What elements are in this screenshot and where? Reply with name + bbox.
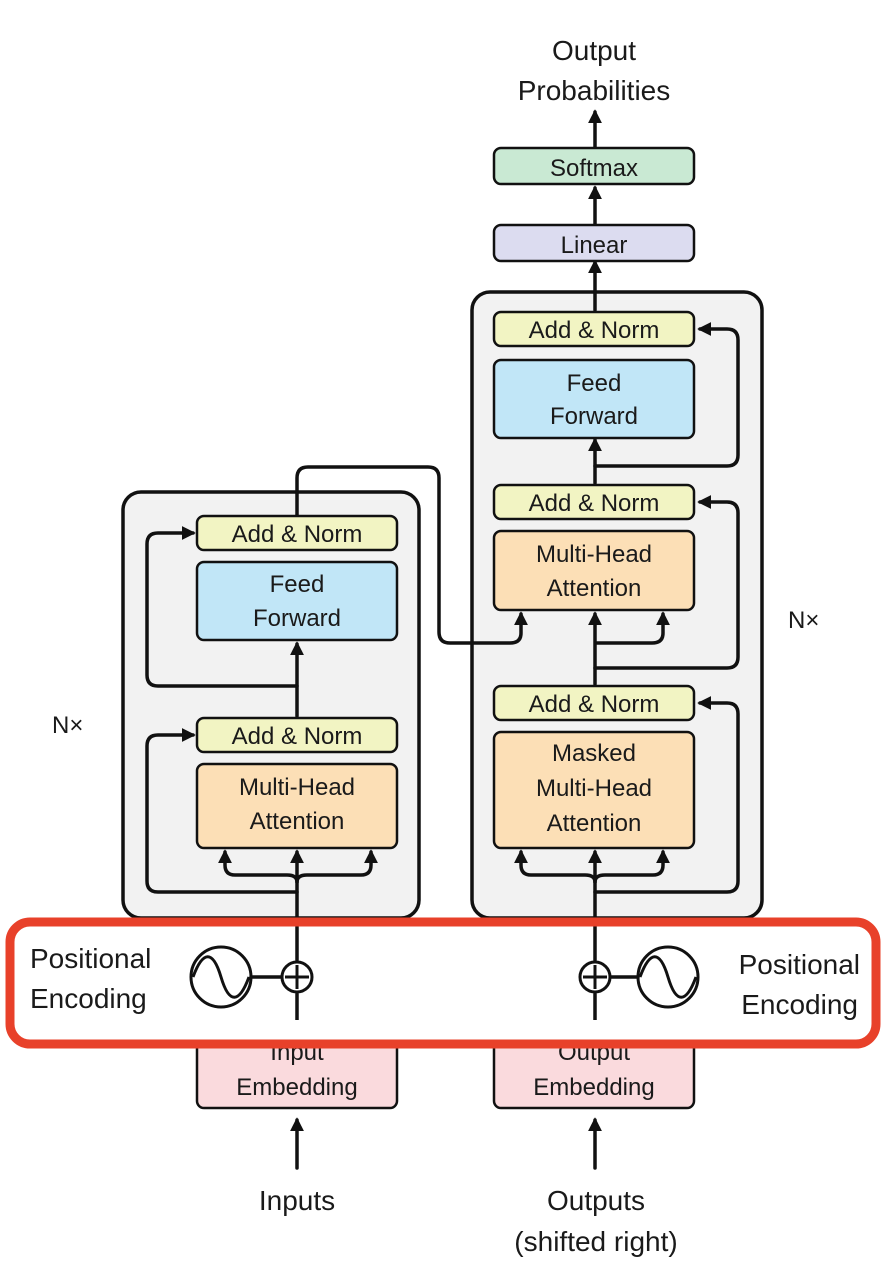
decoder-mha-line2: Attention bbox=[547, 575, 642, 602]
encoder-add-norm-bottom-label: Add & Norm bbox=[232, 723, 363, 750]
decoder-add-norm-top-label: Add & Norm bbox=[529, 317, 660, 344]
decoder-masked-line3: Attention bbox=[547, 810, 642, 837]
decoder-wires bbox=[514, 109, 740, 1170]
positional-encoding-right bbox=[578, 945, 700, 1009]
decoder-add-norm-top bbox=[492, 310, 696, 348]
softmax-box bbox=[492, 146, 696, 186]
softmax-label: Softmax bbox=[550, 155, 638, 182]
positional-right-line1: Positional bbox=[739, 949, 860, 980]
outputs-label-line2: (shifted right) bbox=[514, 1226, 677, 1257]
encoder-add-norm-top bbox=[195, 514, 399, 552]
decoder-mha-line1: Multi-Head bbox=[536, 541, 652, 568]
positional-encoding-highlight bbox=[5, 917, 881, 1049]
output-embedding-line2: Embedding bbox=[533, 1074, 654, 1101]
encoder-mha-line2: Attention bbox=[250, 808, 345, 835]
positional-left-line1: Positional bbox=[30, 943, 151, 974]
decoder-ff-line1: Feed bbox=[567, 370, 622, 397]
decoder-masked-line1: Masked bbox=[552, 740, 636, 767]
encoder-feed-forward bbox=[195, 560, 399, 642]
linear-label: Linear bbox=[561, 232, 628, 259]
positional-encoding-left bbox=[189, 945, 314, 1009]
encoder-mha-line1: Multi-Head bbox=[239, 774, 355, 801]
output-probabilities-line1: Output bbox=[552, 35, 636, 66]
encoder-panel bbox=[121, 490, 421, 920]
input-embedding-line2: Embedding bbox=[236, 1074, 357, 1101]
outputs-label-line1: Outputs bbox=[547, 1185, 645, 1216]
encoder-nx-label: N× bbox=[52, 712, 83, 739]
decoder-nx-label: N× bbox=[788, 607, 819, 634]
inputs-label: Inputs bbox=[259, 1185, 335, 1216]
encoder-wires bbox=[145, 465, 670, 1170]
decoder-add-norm-mid bbox=[492, 483, 696, 521]
encoder-add-norm-bottom bbox=[195, 716, 399, 754]
decoder-masked-line2: Multi-Head bbox=[536, 775, 652, 802]
decoder-masked-mha bbox=[492, 730, 696, 850]
encoder-ff-line2: Forward bbox=[253, 605, 341, 632]
output-probabilities-line2: Probabilities bbox=[518, 75, 671, 106]
encoder-ff-line1: Feed bbox=[270, 571, 325, 598]
linear-box bbox=[492, 223, 696, 263]
encoder-mha bbox=[195, 762, 399, 850]
decoder-ff-line2: Forward bbox=[550, 403, 638, 430]
encoder-add-norm-top-label: Add & Norm bbox=[232, 521, 363, 548]
decoder-add-norm-bottom bbox=[492, 684, 696, 722]
decoder-feed-forward bbox=[492, 358, 696, 440]
decoder-add-norm-bottom-label: Add & Norm bbox=[529, 691, 660, 718]
decoder-mha bbox=[492, 529, 696, 612]
positional-left-line2: Encoding bbox=[30, 983, 147, 1014]
decoder-add-norm-mid-label: Add & Norm bbox=[529, 490, 660, 517]
positional-right-line2: Encoding bbox=[741, 989, 858, 1020]
